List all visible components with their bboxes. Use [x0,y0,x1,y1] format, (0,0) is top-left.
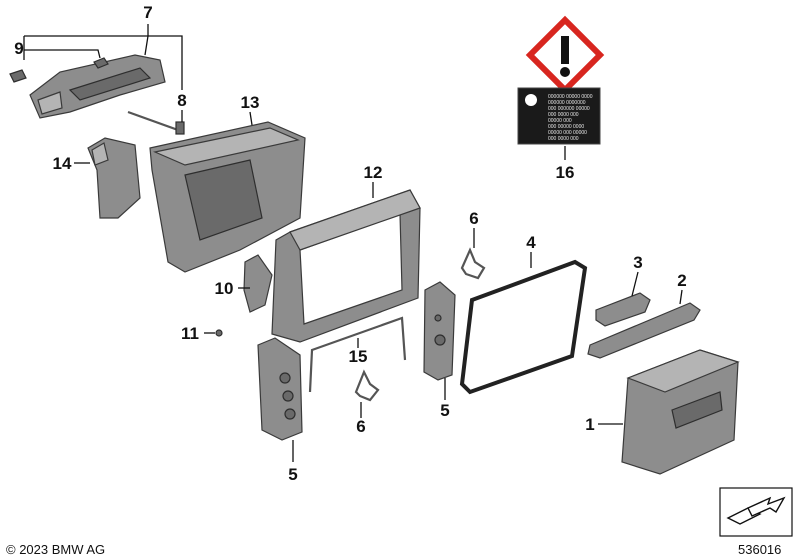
label-line: 00000 000 00000 [548,130,587,136]
callout-numbers: 7 9 8 14 13 12 10 11 15 6 5 6 4 5 3 2 1 … [14,3,686,484]
callout-16: 16 [556,163,575,182]
callout-11: 11 [181,324,199,343]
orientation-box-icon [719,487,793,537]
callout-10: 10 [215,279,234,298]
part-14-side-panel [87,137,141,219]
callout-12: 12 [364,163,383,182]
exclamation-bar [561,36,569,64]
part-15-wire-bail [308,316,407,393]
part-5-hinge-plate-right [423,281,456,381]
part-13-housing [149,121,306,273]
label-line: 000000 00000 0000 [548,94,593,100]
part-1-case [621,349,740,475]
callout-15: 15 [349,347,368,366]
callout-9: 9 [14,39,23,58]
callout-1: 1 [585,415,594,434]
part-10-latch [243,254,273,313]
callout-6-lower: 6 [356,417,365,436]
callout-8: 8 [177,91,186,110]
brand-logo-icon [525,94,537,106]
part-6-spring-clip-upper [460,247,486,280]
part-4-seal [459,259,588,395]
copyright-text: © 2023 BMW AG [6,542,105,557]
callout-3: 3 [633,253,642,272]
label-line: 00000 000 [548,118,572,124]
callout-5-right: 5 [440,401,449,420]
part-9-clip-right [93,57,109,69]
part-11-screw [215,329,223,337]
part-7-mounting-bracket [29,54,166,119]
callout-14: 14 [53,154,72,173]
part-5-hinge-plate-left [257,337,303,441]
label-line: 000000 0000000 [548,100,586,106]
exclamation-dot [560,67,570,77]
label-line: 000 000000 00000 [548,106,590,112]
label-line: 000 0000 000 [548,136,579,142]
callout-13: 13 [241,93,260,112]
part-9-clip-left [9,69,27,83]
callout-4: 4 [526,233,536,252]
part-3-cover [595,292,651,327]
part-8-rod [127,110,185,135]
label-line: 000 00000 0000 [548,124,584,130]
part-12-frame [271,189,421,343]
callout-6-upper: 6 [469,209,478,228]
part-6-spring-clip-lower [354,369,380,402]
diagram-number: 536016 [738,542,781,557]
leader-lines [23,24,683,462]
part-2-rail [587,302,701,359]
callout-7: 7 [143,3,152,22]
label-line: 000 0000 000 [548,112,579,118]
callout-5-left: 5 [288,465,297,484]
callout-2: 2 [677,271,686,290]
